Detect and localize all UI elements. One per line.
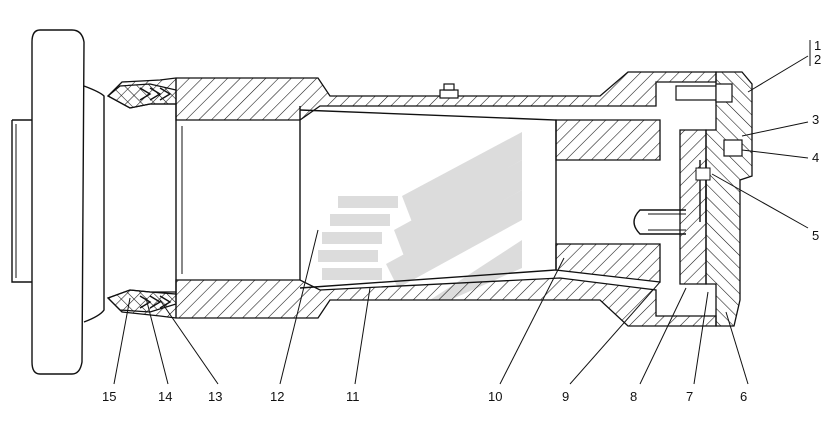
end-cover bbox=[675, 71, 753, 327]
callout-5: 5 bbox=[812, 228, 819, 243]
watermark-logo bbox=[318, 132, 522, 300]
callout-3: 3 bbox=[812, 112, 819, 127]
bearing-sleeve-lower bbox=[555, 243, 661, 283]
callout-7: 7 bbox=[686, 389, 693, 404]
bearing-sleeve-upper bbox=[555, 119, 661, 161]
callout-6: 6 bbox=[740, 389, 747, 404]
callout-4: 4 bbox=[812, 150, 819, 165]
callout-14: 14 bbox=[158, 389, 172, 404]
left-seals bbox=[106, 83, 177, 313]
callout-1: 1 bbox=[814, 38, 821, 53]
internal-bolts bbox=[633, 160, 711, 235]
callout-11: 11 bbox=[346, 389, 360, 404]
housing-lower bbox=[106, 277, 717, 327]
callout-9: 9 bbox=[562, 389, 569, 404]
callout-labels: 1 2 3 4 5 6 7 8 9 10 11 12 13 14 15 bbox=[102, 38, 821, 404]
housing-upper bbox=[106, 71, 717, 121]
callout-12: 12 bbox=[270, 389, 284, 404]
callout-8: 8 bbox=[630, 389, 637, 404]
callout-13: 13 bbox=[208, 389, 222, 404]
inner-sleeve bbox=[175, 109, 557, 289]
leader-lines bbox=[113, 55, 809, 385]
callout-15: 15 bbox=[102, 389, 116, 404]
left-flange bbox=[11, 29, 105, 375]
callout-10: 10 bbox=[488, 389, 502, 404]
callout-2: 2 bbox=[814, 52, 821, 67]
